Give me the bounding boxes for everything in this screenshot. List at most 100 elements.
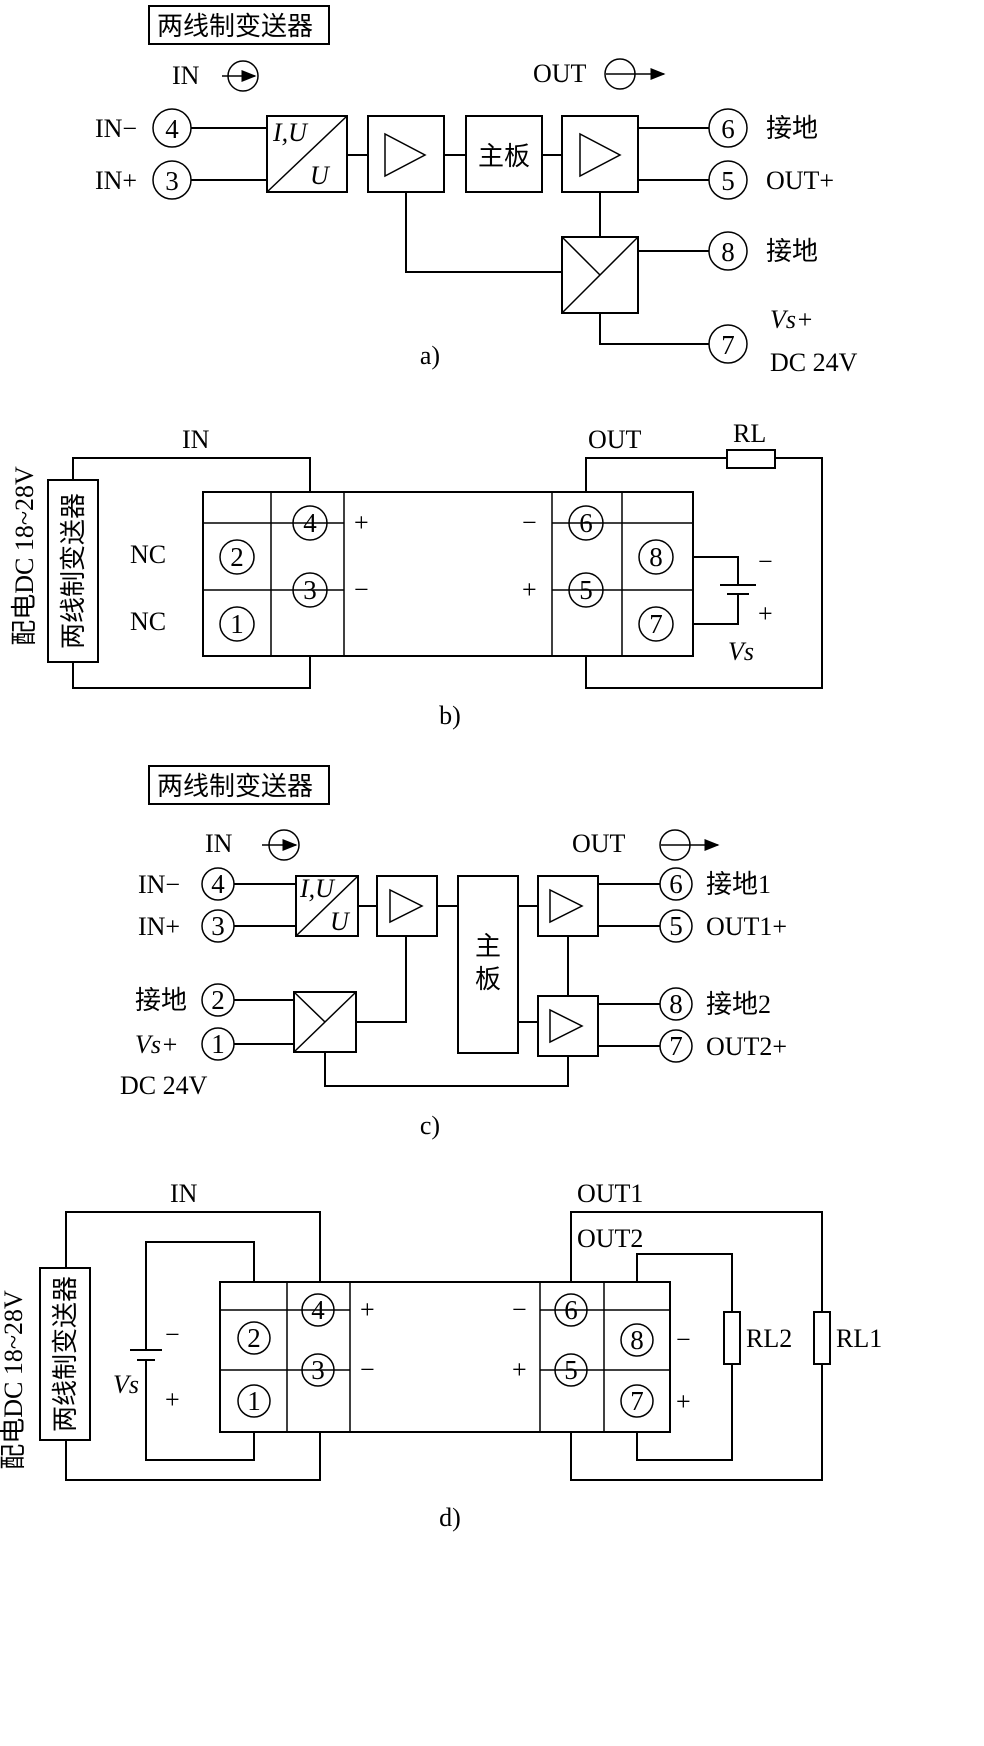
svg-text:8: 8 bbox=[630, 1325, 644, 1355]
svg-text:IN+: IN+ bbox=[138, 912, 180, 941]
svg-text:5: 5 bbox=[564, 1355, 578, 1385]
terminal-2-b bbox=[219, 539, 255, 575]
vs-label-b: Vs bbox=[728, 637, 754, 666]
svg-text:主板: 主板 bbox=[478, 142, 530, 171]
svg-text:−: − bbox=[676, 1325, 691, 1354]
terminal-6-c bbox=[659, 867, 693, 901]
svg-text:8: 8 bbox=[649, 542, 663, 572]
rl-label: RL bbox=[733, 419, 766, 448]
terminal-5-b bbox=[568, 572, 604, 608]
terminal-6 bbox=[708, 108, 748, 148]
panel-d: 配电DC 18~28V 两线制变送器 IN 2 1 4 3 6 5 8 7 + … bbox=[0, 1179, 882, 1532]
out-label: OUT bbox=[533, 59, 587, 88]
side-supply-label: 配电DC 18~28V bbox=[10, 466, 39, 646]
svg-text:两线制变送器: 两线制变送器 bbox=[51, 1276, 80, 1432]
svg-text:+: + bbox=[512, 1355, 527, 1384]
svg-text:主: 主 bbox=[475, 932, 501, 961]
side-supply-label-d: 配电DC 18~28V bbox=[0, 1290, 28, 1470]
out1-label: OUT1 bbox=[577, 1179, 643, 1208]
terminal-4-b bbox=[292, 505, 328, 541]
svg-text:U: U bbox=[330, 907, 351, 936]
svg-text:4: 4 bbox=[165, 114, 179, 144]
caption-d: d) bbox=[439, 1503, 461, 1532]
terminal-8-d bbox=[620, 1323, 654, 1357]
in-label: IN bbox=[172, 61, 200, 90]
svg-text:2: 2 bbox=[230, 542, 244, 572]
out-label-c: OUT bbox=[572, 829, 626, 858]
svg-text:+: + bbox=[758, 599, 773, 628]
svg-text:1: 1 bbox=[230, 609, 244, 639]
svg-text:4: 4 bbox=[311, 1295, 325, 1325]
svg-text:7: 7 bbox=[721, 330, 735, 360]
nc-label-2: NC bbox=[130, 607, 166, 636]
svg-text:接地1: 接地1 bbox=[706, 870, 771, 899]
svg-text:1: 1 bbox=[211, 1029, 225, 1059]
vs-label-d: Vs bbox=[113, 1370, 139, 1399]
svg-text:RL2: RL2 bbox=[746, 1324, 792, 1353]
terminal-4-d bbox=[301, 1293, 335, 1327]
svg-text:+: + bbox=[354, 508, 369, 537]
terminal-3-b bbox=[292, 572, 328, 608]
out2-label: OUT2 bbox=[577, 1224, 643, 1253]
terminal-1-d bbox=[237, 1384, 271, 1418]
svg-text:7: 7 bbox=[649, 609, 663, 639]
svg-text:2: 2 bbox=[247, 1323, 261, 1353]
nc-label-1: NC bbox=[130, 540, 166, 569]
in-plus-label: IN+ bbox=[95, 166, 137, 195]
terminal-6-b bbox=[568, 505, 604, 541]
svg-text:6: 6 bbox=[721, 114, 735, 144]
terminal-7-c bbox=[659, 1029, 693, 1063]
terminal-6-d bbox=[554, 1293, 588, 1327]
svg-text:8: 8 bbox=[721, 237, 735, 267]
svg-text:2: 2 bbox=[211, 985, 225, 1015]
svg-text:−: − bbox=[512, 1295, 527, 1324]
caption-b: b) bbox=[439, 701, 461, 730]
panel-b: 配电DC 18~28V 两线制变送器 IN 2 1 4 3 6 5 8 7 NC… bbox=[10, 419, 823, 730]
in-minus-label: IN− bbox=[95, 114, 137, 143]
svg-text:1: 1 bbox=[247, 1386, 261, 1416]
title-box bbox=[148, 5, 330, 45]
terminal-3-d bbox=[301, 1353, 335, 1387]
svg-text:U: U bbox=[310, 161, 331, 190]
title-box-label: 两线制变送器 bbox=[157, 12, 313, 41]
terminal-8 bbox=[708, 231, 748, 271]
svg-text:5: 5 bbox=[721, 166, 735, 196]
amplifier-c1 bbox=[376, 875, 438, 937]
svg-text:−: − bbox=[354, 575, 369, 604]
terminal-block bbox=[202, 491, 694, 657]
terminal-7-b bbox=[638, 606, 674, 642]
svg-text:4: 4 bbox=[303, 508, 317, 538]
mainboard-c bbox=[457, 875, 519, 1054]
svg-text:7: 7 bbox=[630, 1386, 644, 1416]
amplifier-c3 bbox=[537, 995, 599, 1057]
svg-text:OUT1+: OUT1+ bbox=[706, 912, 787, 941]
dc24-label: DC 24V bbox=[770, 348, 858, 377]
svg-text:Vs+: Vs+ bbox=[135, 1030, 179, 1059]
terminal-8-c bbox=[659, 987, 693, 1021]
svg-text:5: 5 bbox=[669, 911, 683, 941]
amplifier-c2 bbox=[537, 875, 599, 937]
terminal-7-d bbox=[620, 1384, 654, 1418]
svg-text:6: 6 bbox=[579, 508, 593, 538]
svg-text:DC 24V: DC 24V bbox=[120, 1071, 208, 1100]
amplifier-1 bbox=[367, 115, 445, 193]
terminal-block-d bbox=[219, 1281, 671, 1433]
terminal-5-d bbox=[554, 1353, 588, 1387]
terminal-2-d bbox=[237, 1321, 271, 1355]
svg-text:−: − bbox=[522, 508, 537, 537]
panel-c: 两线制变送器 IN OUT IN− IN+ 接地 Vs+ DC 24V 4 3 … bbox=[120, 765, 787, 1140]
svg-text:RL1: RL1 bbox=[836, 1324, 882, 1353]
svg-text:接地2: 接地2 bbox=[706, 990, 771, 1019]
svg-text:6: 6 bbox=[564, 1295, 578, 1325]
panel-a: 两线制变送器 IN OUT IN− IN+ 4 3 I,U U 主板 6 bbox=[95, 5, 858, 377]
svg-text:5: 5 bbox=[579, 575, 593, 605]
svg-text:I,U: I,U bbox=[299, 874, 336, 903]
svg-text:7: 7 bbox=[669, 1031, 683, 1061]
in-label-b: IN bbox=[182, 425, 210, 454]
svg-text:两线制变送器: 两线制变送器 bbox=[157, 772, 313, 801]
svg-text:4: 4 bbox=[211, 869, 225, 899]
terminal-1-b bbox=[219, 606, 255, 642]
vs-plus-label: Vs+ bbox=[770, 305, 814, 334]
caption-a: a) bbox=[420, 341, 440, 370]
ground-label: 接地 bbox=[766, 114, 818, 143]
